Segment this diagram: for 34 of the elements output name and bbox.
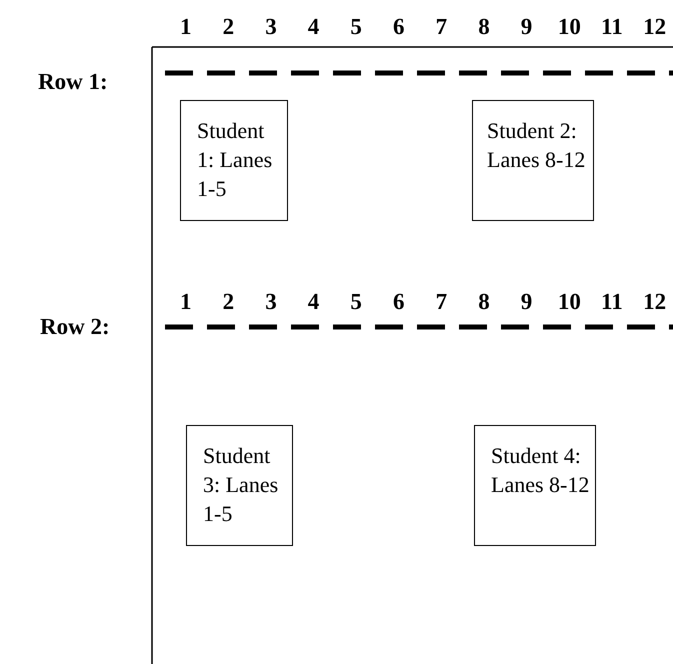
lane-number: 12 (643, 14, 666, 40)
lane-number: 12 (643, 289, 666, 315)
row-label: Row 2: (40, 314, 110, 340)
lane-number: 7 (436, 289, 448, 315)
lane-number: 8 (478, 14, 490, 40)
lane-number: 3 (265, 289, 277, 315)
lane-assignment-box (472, 100, 594, 221)
lane-assignment-box (186, 425, 293, 546)
box-text: Student 2: Lanes 8-12 (487, 117, 586, 174)
lane-number: 11 (601, 14, 623, 40)
lane-assignment-box (180, 100, 288, 221)
box-text: Student 1: Lanes 1-5 (197, 117, 274, 203)
box-text: Student 3: Lanes 1-5 (203, 442, 280, 528)
lane-number: 11 (601, 289, 623, 315)
box-text: Student 4: Lanes 8-12 (491, 442, 590, 499)
lane-number: 8 (478, 289, 490, 315)
lane-number: 2 (222, 14, 234, 40)
lane-assignment-box (474, 425, 596, 546)
lane-number: 6 (393, 14, 404, 40)
lane-number: 1 (180, 289, 192, 315)
lane-number: 4 (308, 289, 320, 315)
lane-number: 3 (265, 14, 277, 40)
lane-number: 6 (393, 289, 404, 315)
lane-number: 4 (308, 14, 320, 40)
lane-number: 9 (520, 14, 532, 40)
lane-number: 7 (436, 14, 448, 40)
lane-number: 1 (180, 14, 192, 40)
lane-number: 2 (222, 289, 234, 315)
lane-number: 10 (558, 289, 581, 315)
lane-number: 9 (520, 289, 532, 315)
lane-number: 5 (350, 14, 362, 40)
lane-number: 10 (558, 14, 581, 40)
lane-number: 5 (350, 289, 362, 315)
row-label: Row 1: (38, 69, 108, 95)
